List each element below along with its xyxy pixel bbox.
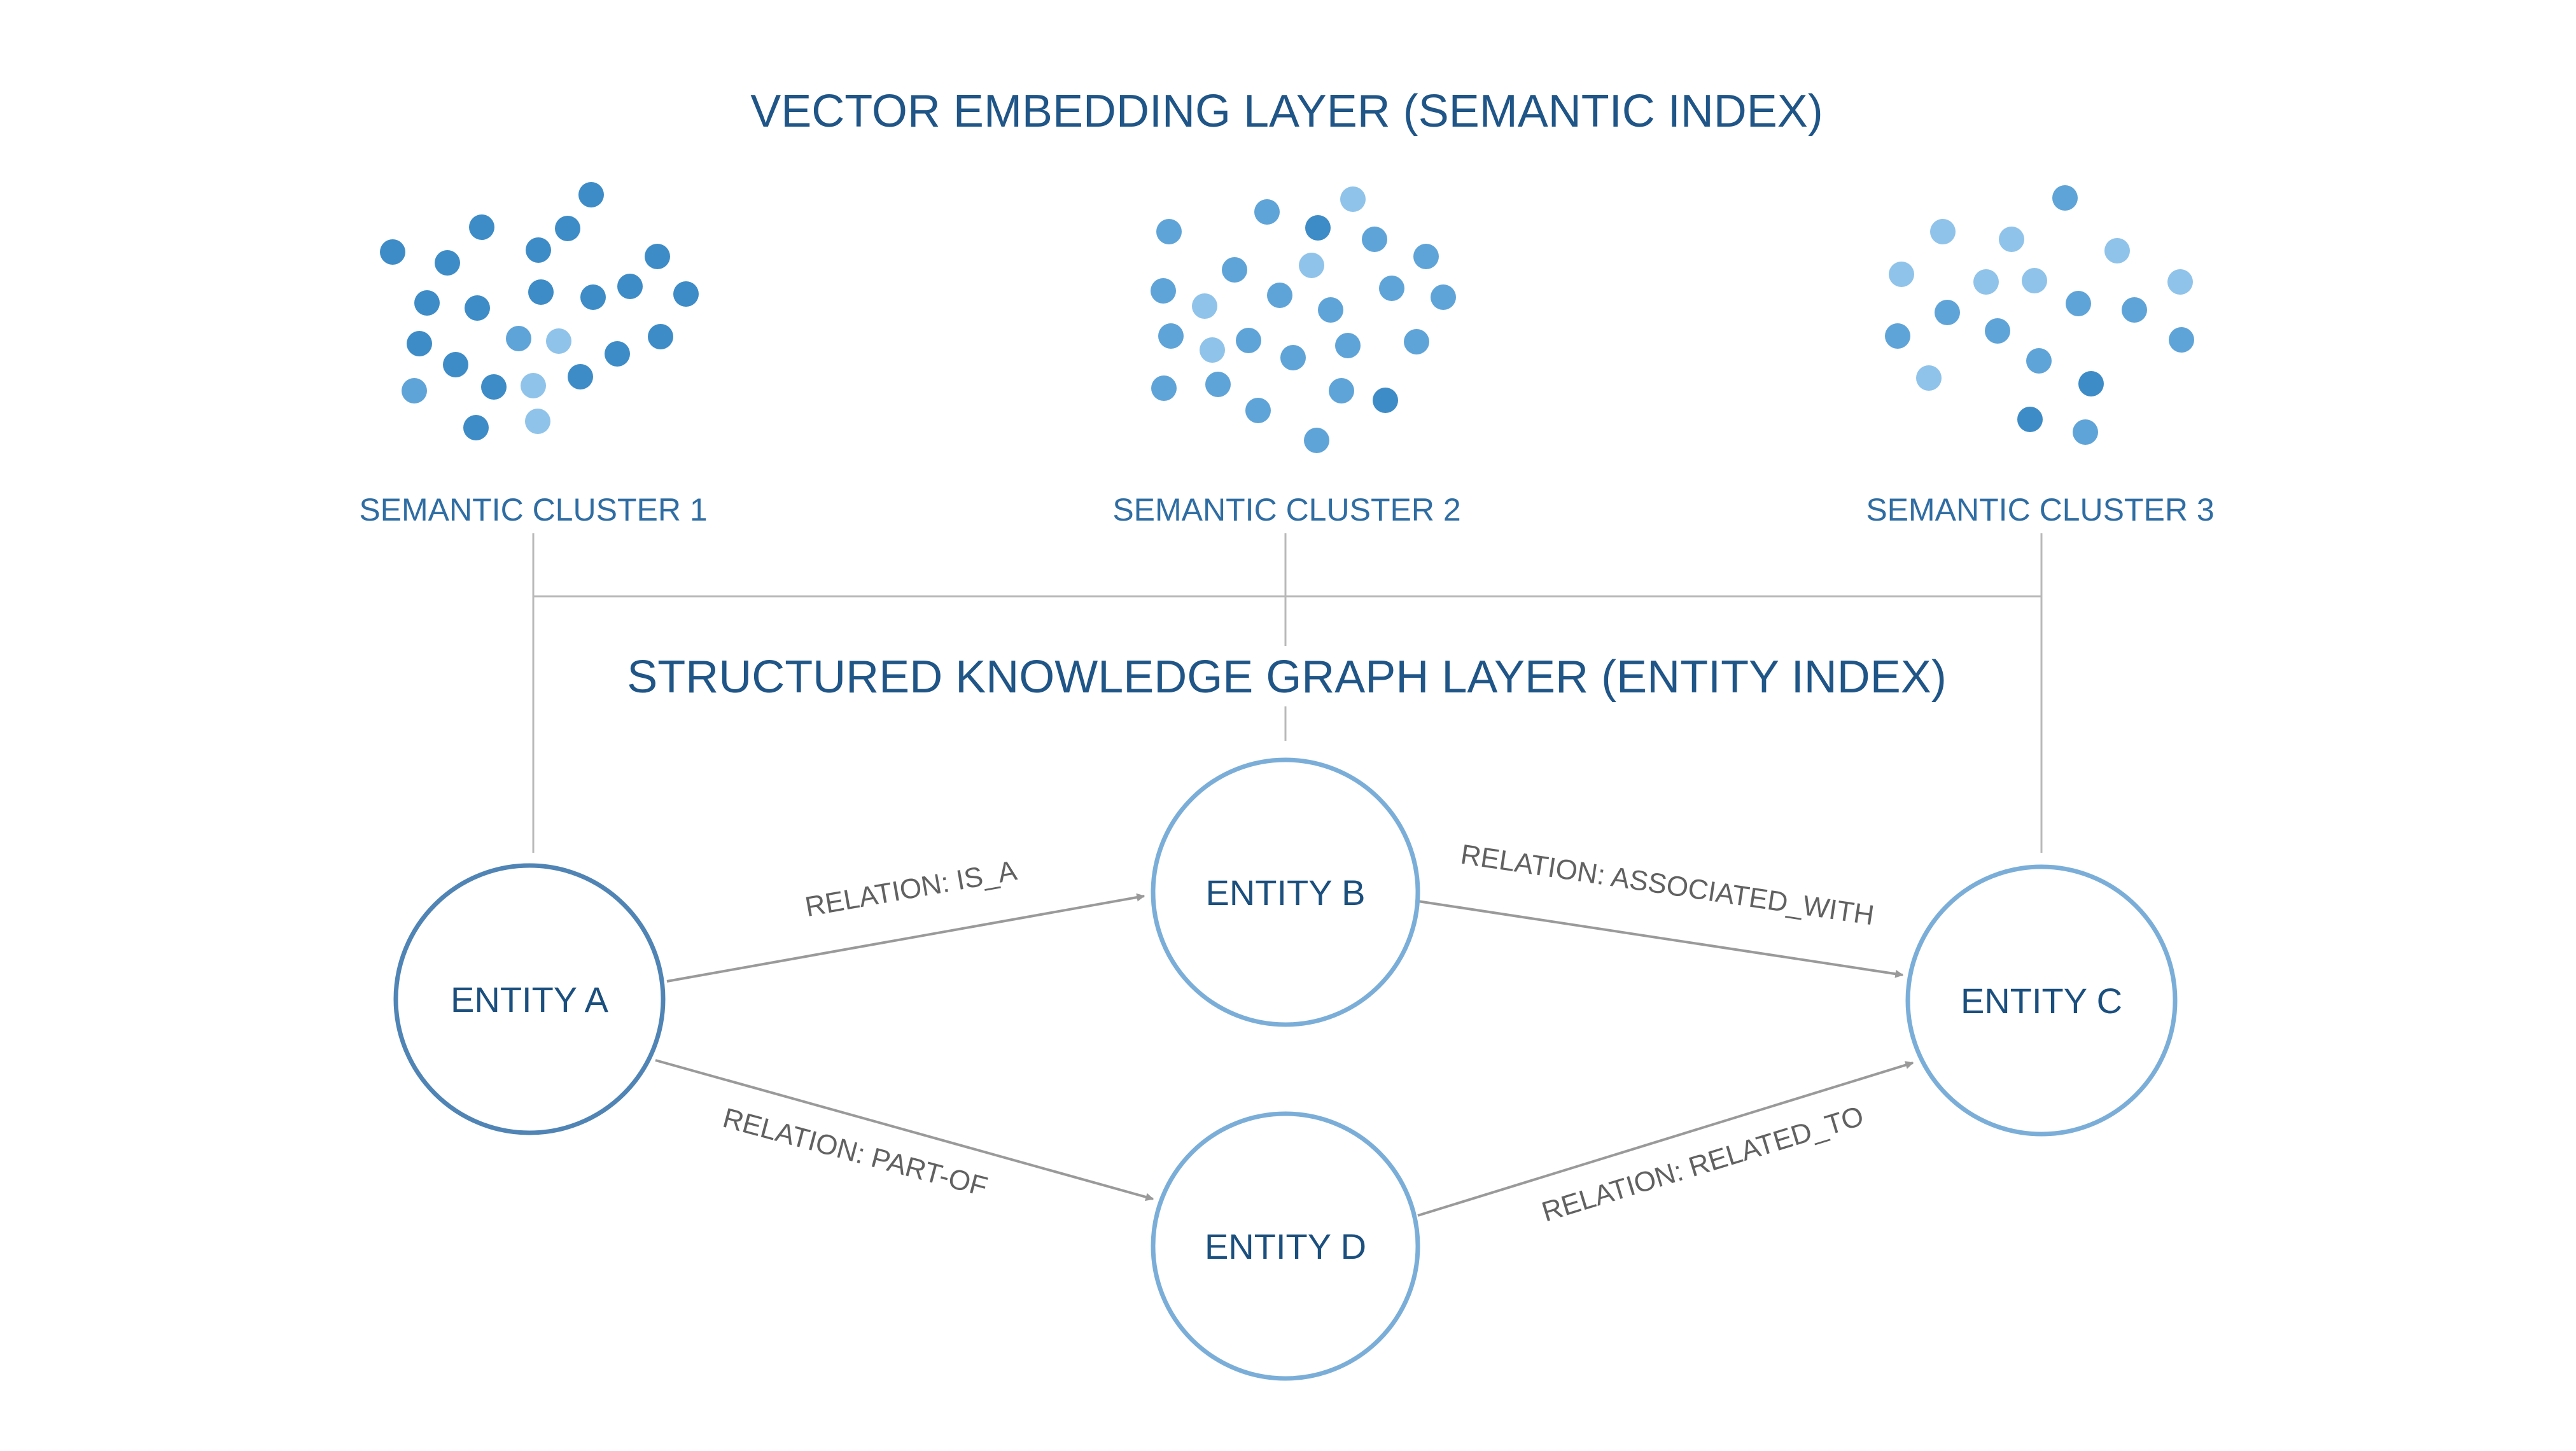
entity-a-label: ENTITY A bbox=[451, 979, 609, 1020]
vector-layer-title: VECTOR EMBEDDING LAYER (SEMANTIC INDEX) bbox=[750, 86, 1823, 137]
edge-d-to-c bbox=[1417, 1061, 1914, 1217]
graph-layer-title: STRUCTURED KNOWLEDGE GRAPH LAYER (ENTITY… bbox=[627, 652, 1947, 703]
embedding-dot bbox=[1192, 293, 1217, 319]
embedding-dot bbox=[617, 274, 643, 299]
entity-b-label: ENTITY B bbox=[1205, 873, 1365, 913]
embedding-dot bbox=[648, 324, 673, 349]
embedding-dot bbox=[605, 341, 630, 367]
embedding-dot bbox=[1151, 375, 1177, 401]
embedding-dot bbox=[1885, 323, 1910, 349]
embedding-dot bbox=[580, 284, 606, 310]
embedding-dot bbox=[645, 244, 670, 269]
embedding-dot bbox=[1999, 227, 2024, 252]
embedding-dot bbox=[568, 364, 593, 389]
semantic-cluster-1-label: SEMANTIC CLUSTER 1 bbox=[359, 492, 707, 528]
embedding-dot bbox=[380, 239, 405, 265]
layer-connectors bbox=[532, 533, 2043, 853]
embedding-dot bbox=[555, 216, 580, 241]
embedding-dot bbox=[528, 279, 554, 305]
embedding-dot bbox=[2122, 297, 2147, 323]
embedding-dot bbox=[1205, 372, 1231, 397]
embedding-dot bbox=[481, 374, 507, 400]
embedding-dot bbox=[506, 326, 531, 351]
embedding-dot bbox=[2052, 185, 2078, 211]
embedding-dot bbox=[1916, 365, 1942, 391]
embedding-dot bbox=[465, 295, 490, 321]
relation-edges bbox=[655, 893, 1914, 1217]
embedding-dot bbox=[2066, 291, 2091, 316]
embedding-dot bbox=[673, 281, 699, 307]
embedding-dot bbox=[1985, 318, 2010, 344]
embedding-dot bbox=[1431, 284, 1456, 310]
embedding-dot bbox=[1379, 276, 1404, 301]
embedding-dot bbox=[402, 378, 427, 403]
edge-a-to-d bbox=[655, 1059, 1154, 1202]
entity-node-a[interactable]: ENTITY A bbox=[393, 863, 666, 1135]
embedding-dot bbox=[2078, 371, 2104, 396]
embedding-dot bbox=[2104, 238, 2130, 263]
embedding-dot bbox=[546, 328, 571, 354]
embedding-dot bbox=[1245, 398, 1271, 423]
embedding-dot bbox=[2169, 327, 2194, 353]
embedding-dot bbox=[1335, 333, 1361, 358]
embedding-dot bbox=[521, 373, 546, 398]
embedding-dot bbox=[1935, 300, 1960, 325]
embedding-dot bbox=[2017, 407, 2043, 432]
embedding-dot bbox=[469, 214, 494, 240]
semantic-cluster-2-label: SEMANTIC CLUSTER 2 bbox=[1112, 492, 1460, 528]
embedding-dot bbox=[2167, 269, 2193, 295]
entity-node-d[interactable]: ENTITY D bbox=[1151, 1111, 1420, 1381]
embedding-dot bbox=[1404, 329, 1429, 354]
embedding-dot bbox=[1362, 227, 1387, 252]
embedding-dot bbox=[1329, 378, 1354, 403]
embedding-dot bbox=[2022, 268, 2047, 293]
relation-label-part-of: RELATION: PART-OF bbox=[720, 1102, 991, 1203]
semantic-cluster-1-dots bbox=[380, 182, 699, 440]
embedding-dot bbox=[1254, 199, 1280, 225]
embedding-dot bbox=[2073, 419, 2098, 445]
embedding-dot bbox=[407, 331, 432, 356]
embedding-dot bbox=[1299, 253, 1324, 278]
embedding-dot bbox=[2026, 348, 2052, 374]
semantic-cluster-3-label: SEMANTIC CLUSTER 3 bbox=[1866, 492, 2214, 528]
entity-a-circle bbox=[393, 863, 666, 1135]
embedding-dot bbox=[463, 415, 489, 440]
embedding-dot bbox=[578, 182, 604, 207]
embedding-dot bbox=[1200, 337, 1225, 363]
embedding-dot bbox=[1930, 219, 1956, 244]
embedding-dot bbox=[1305, 215, 1331, 241]
embedding-dot bbox=[1236, 328, 1261, 353]
entity-d-circle bbox=[1151, 1111, 1420, 1381]
entity-node-c[interactable]: ENTITY C bbox=[1905, 864, 2178, 1137]
embedding-dot bbox=[1222, 257, 1247, 283]
edge-a-to-b bbox=[666, 893, 1145, 983]
embedding-dot bbox=[435, 250, 460, 276]
embedding-dot bbox=[414, 290, 440, 316]
entity-c-label: ENTITY C bbox=[1961, 981, 2122, 1021]
embedding-dot bbox=[526, 237, 551, 263]
embedding-dot bbox=[1151, 278, 1176, 304]
entity-node-b[interactable]: ENTITY B bbox=[1151, 757, 1420, 1027]
embedding-dot bbox=[1267, 283, 1292, 308]
semantic-cluster-2-dots bbox=[1151, 186, 1456, 453]
entity-d-label: ENTITY D bbox=[1205, 1226, 1366, 1266]
embedding-dot bbox=[1889, 262, 1914, 287]
edge-b-to-c bbox=[1417, 900, 1904, 978]
embedding-dot bbox=[1373, 388, 1398, 413]
embedding-dot bbox=[1156, 219, 1182, 244]
embedding-dot bbox=[1973, 269, 1999, 295]
embedding-dot bbox=[1340, 186, 1366, 212]
embedding-dot bbox=[525, 409, 550, 434]
semantic-cluster-3-dots bbox=[1885, 185, 2194, 445]
embedding-dot bbox=[1280, 345, 1306, 370]
relation-label-is-a: RELATION: IS_A bbox=[802, 855, 1019, 923]
entity-b-circle bbox=[1151, 757, 1420, 1027]
embedding-dot bbox=[1318, 297, 1343, 323]
embedding-dot bbox=[443, 352, 468, 377]
embedding-dot bbox=[1413, 244, 1439, 269]
embedding-dot bbox=[1304, 428, 1329, 453]
embedding-dot bbox=[1158, 323, 1184, 349]
entity-c-circle bbox=[1905, 864, 2178, 1137]
